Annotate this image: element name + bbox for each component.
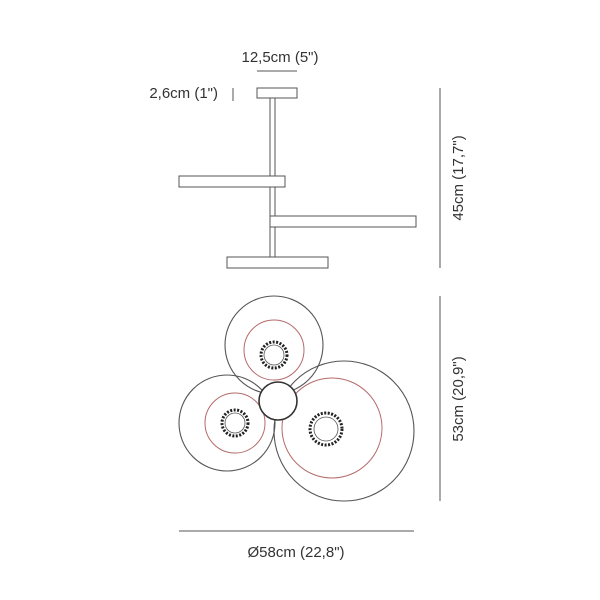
middle-arm-disc <box>269 215 417 228</box>
canopy-width-label: 12,5cm (5") <box>241 49 318 66</box>
right-light-source-core <box>313 416 339 442</box>
left-light-source <box>220 408 250 438</box>
side-elevation <box>178 87 417 269</box>
depth-label: 53cm (20,9") <box>450 356 467 441</box>
upper-arm-disc <box>178 175 286 188</box>
left-shade-outer <box>178 374 276 472</box>
bottom-arm-disc <box>226 256 329 269</box>
top-light-source <box>259 340 289 370</box>
diameter-label: Ø58cm (22,8") <box>247 544 344 561</box>
total-height-label: 45cm (17,7") <box>450 135 467 220</box>
canopy <box>256 87 298 99</box>
plan-view <box>178 295 415 502</box>
central-hub <box>258 381 298 421</box>
canopy-height-label: 2,6cm (1") <box>149 85 218 102</box>
right-shade-outer <box>273 360 415 502</box>
top-shade-inner <box>243 319 305 381</box>
right-light-source <box>308 411 344 447</box>
top-light-source-core <box>263 344 285 366</box>
right-shade-inner <box>281 377 383 479</box>
left-shade-inner <box>204 392 266 454</box>
left-light-source-core <box>224 412 246 434</box>
